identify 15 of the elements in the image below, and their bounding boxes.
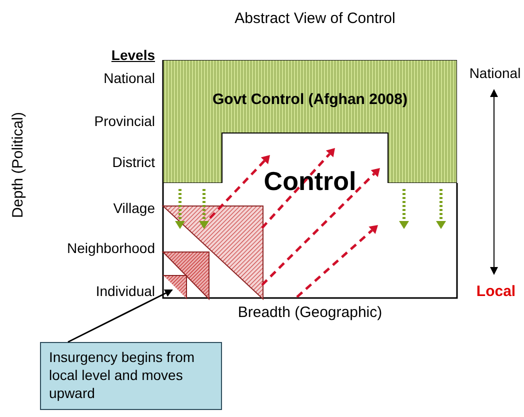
level-label: National <box>104 70 155 86</box>
level-label: Individual <box>96 283 155 299</box>
scale-label: National <box>469 65 521 81</box>
callout-box: Insurgency begins from local level and moves upward <box>40 342 222 410</box>
axis-label: Breadth (Geographic) <box>238 304 382 321</box>
level-label: Provincial <box>94 113 155 129</box>
level-heading: Levels <box>111 47 155 63</box>
level-label: Neighborhood <box>67 240 155 256</box>
level-label: District <box>112 154 155 170</box>
leader-line <box>68 289 173 343</box>
axis-label: Depth (Political) <box>10 112 26 218</box>
scale-label: Local <box>476 283 516 300</box>
hatched-triangle <box>163 275 187 299</box>
level-label: Village <box>113 200 155 216</box>
diagram-title: Abstract View of Control <box>234 10 396 27</box>
